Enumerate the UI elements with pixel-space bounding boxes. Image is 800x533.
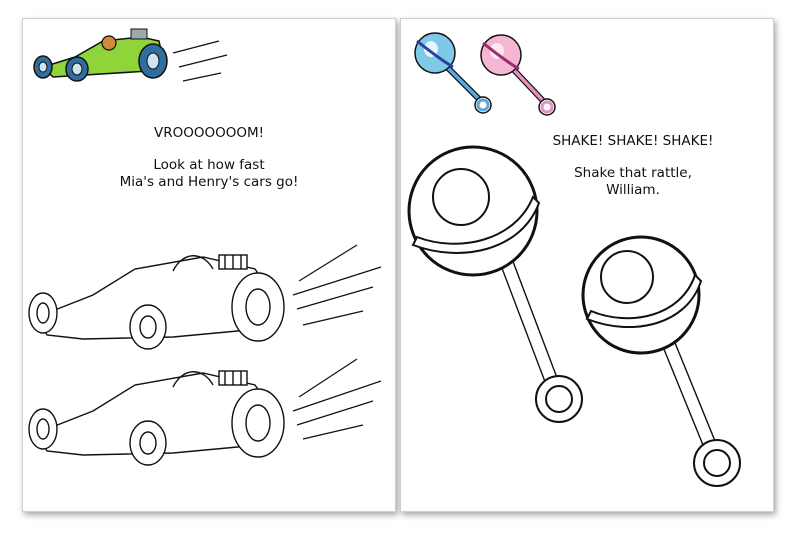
left-page-art [28,28,382,466]
rattle-outline [581,235,741,487]
right-page-art [407,32,741,487]
right-page-caption-line2: William. [606,182,660,198]
right-page: SHAKE! SHAKE! SHAKE! Shake that rattle, … [400,18,774,512]
race-car-outline [28,244,382,350]
baby-rattles-icon [414,32,556,116]
race-car-outline [28,358,382,466]
left-page-caption-line2: Mia's and Henry's cars go! [119,174,299,190]
rattle-outline [407,145,583,423]
race-car-icon [33,28,228,82]
left-page: VROOOOOOOM! Look at how fast Mia's and H… [22,18,396,512]
left-page-caption-line1: Look at how fast [153,157,265,173]
left-page-text: VROOOOOOOM! Look at how fast Mia's and H… [23,125,395,191]
left-page-heading: VROOOOOOOM! [153,125,265,141]
right-page-heading: SHAKE! SHAKE! SHAKE! [552,133,714,149]
right-page-caption-line1: Shake that rattle, [574,165,692,181]
right-page-text: SHAKE! SHAKE! SHAKE! Shake that rattle, … [493,133,773,199]
